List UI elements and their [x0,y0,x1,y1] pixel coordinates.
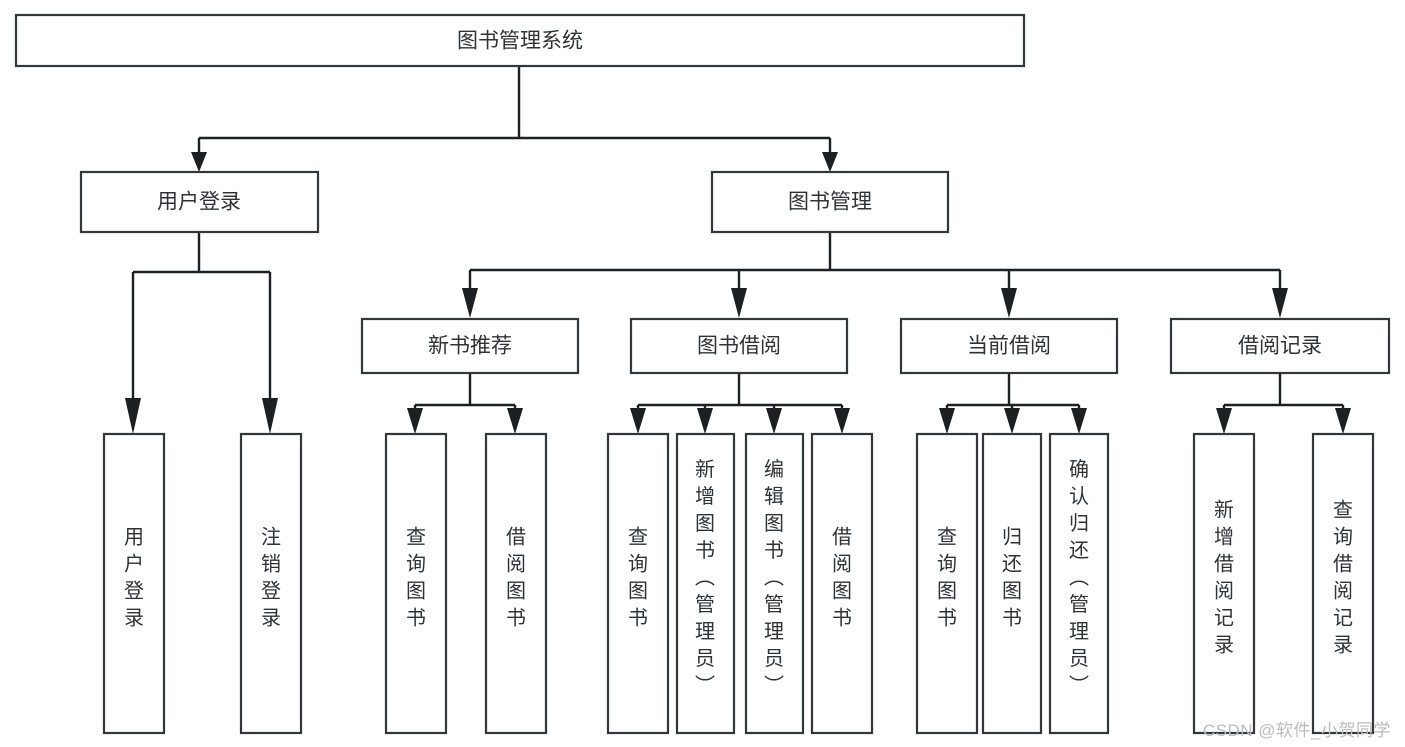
connector-group-borrow-record [1216,373,1351,434]
node-leaf-edit-book-label: 编辑图书︵管理员︶ [764,458,784,697]
arrow-head-borrow-book-1 [507,408,523,434]
node-leaf-borrow-book-2[interactable]: 借阅图书 [810,432,874,735]
node-borrow-record[interactable]: 借阅记录 [1169,317,1391,375]
connector-group-book-borrow [630,373,850,434]
node-leaf-return-book-label: 归还图书 [1002,526,1022,630]
arrow-head-confirm-return [1071,408,1087,434]
node-leaf-add-record[interactable]: 新增借阅记录 [1192,432,1256,735]
node-leaf-query-book-1-box[interactable] [384,432,448,735]
arrow-head-query-book-2 [630,408,646,434]
node-user-login-box[interactable] [79,170,320,234]
node-leaf-add-book[interactable]: 新增图书︵管理员︶ [675,432,736,735]
node-leaf-add-record-box[interactable] [1192,432,1256,735]
arrow-head-leaf-logout [262,398,278,434]
node-leaf-add-book-box[interactable] [675,432,736,735]
node-leaf-return-book-box[interactable] [981,432,1043,735]
node-borrow-record-label: 借阅记录 [1238,335,1322,358]
node-leaf-edit-book-box[interactable] [744,432,805,735]
arrow-head-add-record [1216,408,1232,434]
node-book-borrow[interactable]: 图书借阅 [629,317,849,375]
node-book-manage[interactable]: 图书管理 [710,170,950,234]
node-leaf-query-book-3[interactable]: 查询图书 [915,432,979,735]
node-leaf-query-book-3-box[interactable] [915,432,979,735]
node-leaf-query-book-2-box[interactable] [606,432,670,735]
node-leaf-borrow-book-1[interactable]: 借阅图书 [484,432,548,735]
node-leaf-logout-login-label: 注销登录 [261,526,281,630]
node-book-manage-box[interactable] [710,170,950,234]
node-leaf-confirm-return-label: 确认归还︵管理员︶ [1069,458,1089,697]
node-leaf-query-record-label: 查询借阅记录 [1333,499,1353,657]
arrow-head-query-record [1335,408,1351,434]
connector-group-user-login [125,232,278,434]
node-leaf-user-login-label: 用户登录 [124,527,144,630]
node-new-book-recommend[interactable]: 新书推荐 [360,317,580,375]
node-leaf-query-record-box[interactable] [1311,432,1375,735]
node-book-borrow-label: 图书借阅 [697,335,781,358]
arrow-head-return-book [1004,408,1020,434]
node-leaf-logout-login[interactable]: 注销登录 [239,432,303,735]
node-leaf-borrow-book-1-box[interactable] [484,432,548,735]
node-leaf-borrow-book-1-label: 借阅图书 [506,526,526,630]
node-new-book-recommend-label: 新书推荐 [428,335,512,358]
node-current-borrow-label: 当前借阅 [967,335,1051,358]
node-new-book-recommend-box[interactable] [360,317,580,375]
node-root-label: 图书管理系统 [457,30,583,53]
node-leaf-user-login-box[interactable] [102,432,166,735]
node-current-borrow[interactable]: 当前借阅 [899,317,1119,375]
node-leaf-user-login[interactable]: 用户登录 [102,432,166,735]
arrow-head-current-borrow [1001,288,1017,318]
connector-group-root [191,66,838,172]
node-leaf-return-book[interactable]: 归还图书 [981,432,1043,735]
node-current-borrow-box[interactable] [899,317,1119,375]
arrow-head-new-book [462,288,478,318]
node-leaf-query-book-2-label: 查询图书 [628,526,648,630]
node-leaf-query-book-3-label: 查询图书 [937,526,957,630]
arrow-head-book-borrow [731,288,747,318]
node-leaf-logout-login-box[interactable] [239,432,303,735]
node-leaf-edit-book[interactable]: 编辑图书︵管理员︶ [744,432,805,735]
node-leaf-query-book-1-label: 查询图书 [406,526,426,630]
node-leaf-add-book-label: 新增图书︵管理员︶ [695,458,715,697]
arrow-head-edit-book [766,408,782,434]
node-leaf-query-book-2[interactable]: 查询图书 [606,432,670,735]
node-book-borrow-box[interactable] [629,317,849,375]
arrow-head-add-book [697,408,713,434]
node-leaf-query-record[interactable]: 查询借阅记录 [1311,432,1375,735]
connector-group-book-manage [462,232,1288,318]
arrow-head-leaf-user-login [125,398,141,434]
connector-group-current-borrow [939,373,1087,434]
node-leaf-borrow-book-2-label: 借阅图书 [832,526,852,630]
arrow-head-book-manage [822,152,838,172]
arrow-head-query-book-3 [939,408,955,434]
arrow-head-borrow-book-2 [834,408,850,434]
node-user-login-label: 用户登录 [157,191,241,214]
node-leaf-add-record-label: 新增借阅记录 [1214,499,1234,657]
node-leaf-confirm-return-box[interactable] [1048,432,1110,735]
arrow-head-borrow-record [1272,288,1288,318]
node-leaf-confirm-return[interactable]: 确认归还︵管理员︶ [1048,432,1110,735]
arrow-head-query-book-1 [407,408,423,434]
node-book-manage-label: 图书管理 [788,191,872,214]
arrow-head-user-login [191,152,207,172]
node-user-login[interactable]: 用户登录 [79,170,320,234]
connector-group-new-book [407,373,523,434]
node-root-box[interactable] [14,13,1026,68]
node-leaf-borrow-book-2-box[interactable] [810,432,874,735]
node-borrow-record-box[interactable] [1169,317,1391,375]
node-leaf-query-book-1[interactable]: 查询图书 [384,432,448,735]
node-root[interactable]: 图书管理系统 [14,13,1026,68]
